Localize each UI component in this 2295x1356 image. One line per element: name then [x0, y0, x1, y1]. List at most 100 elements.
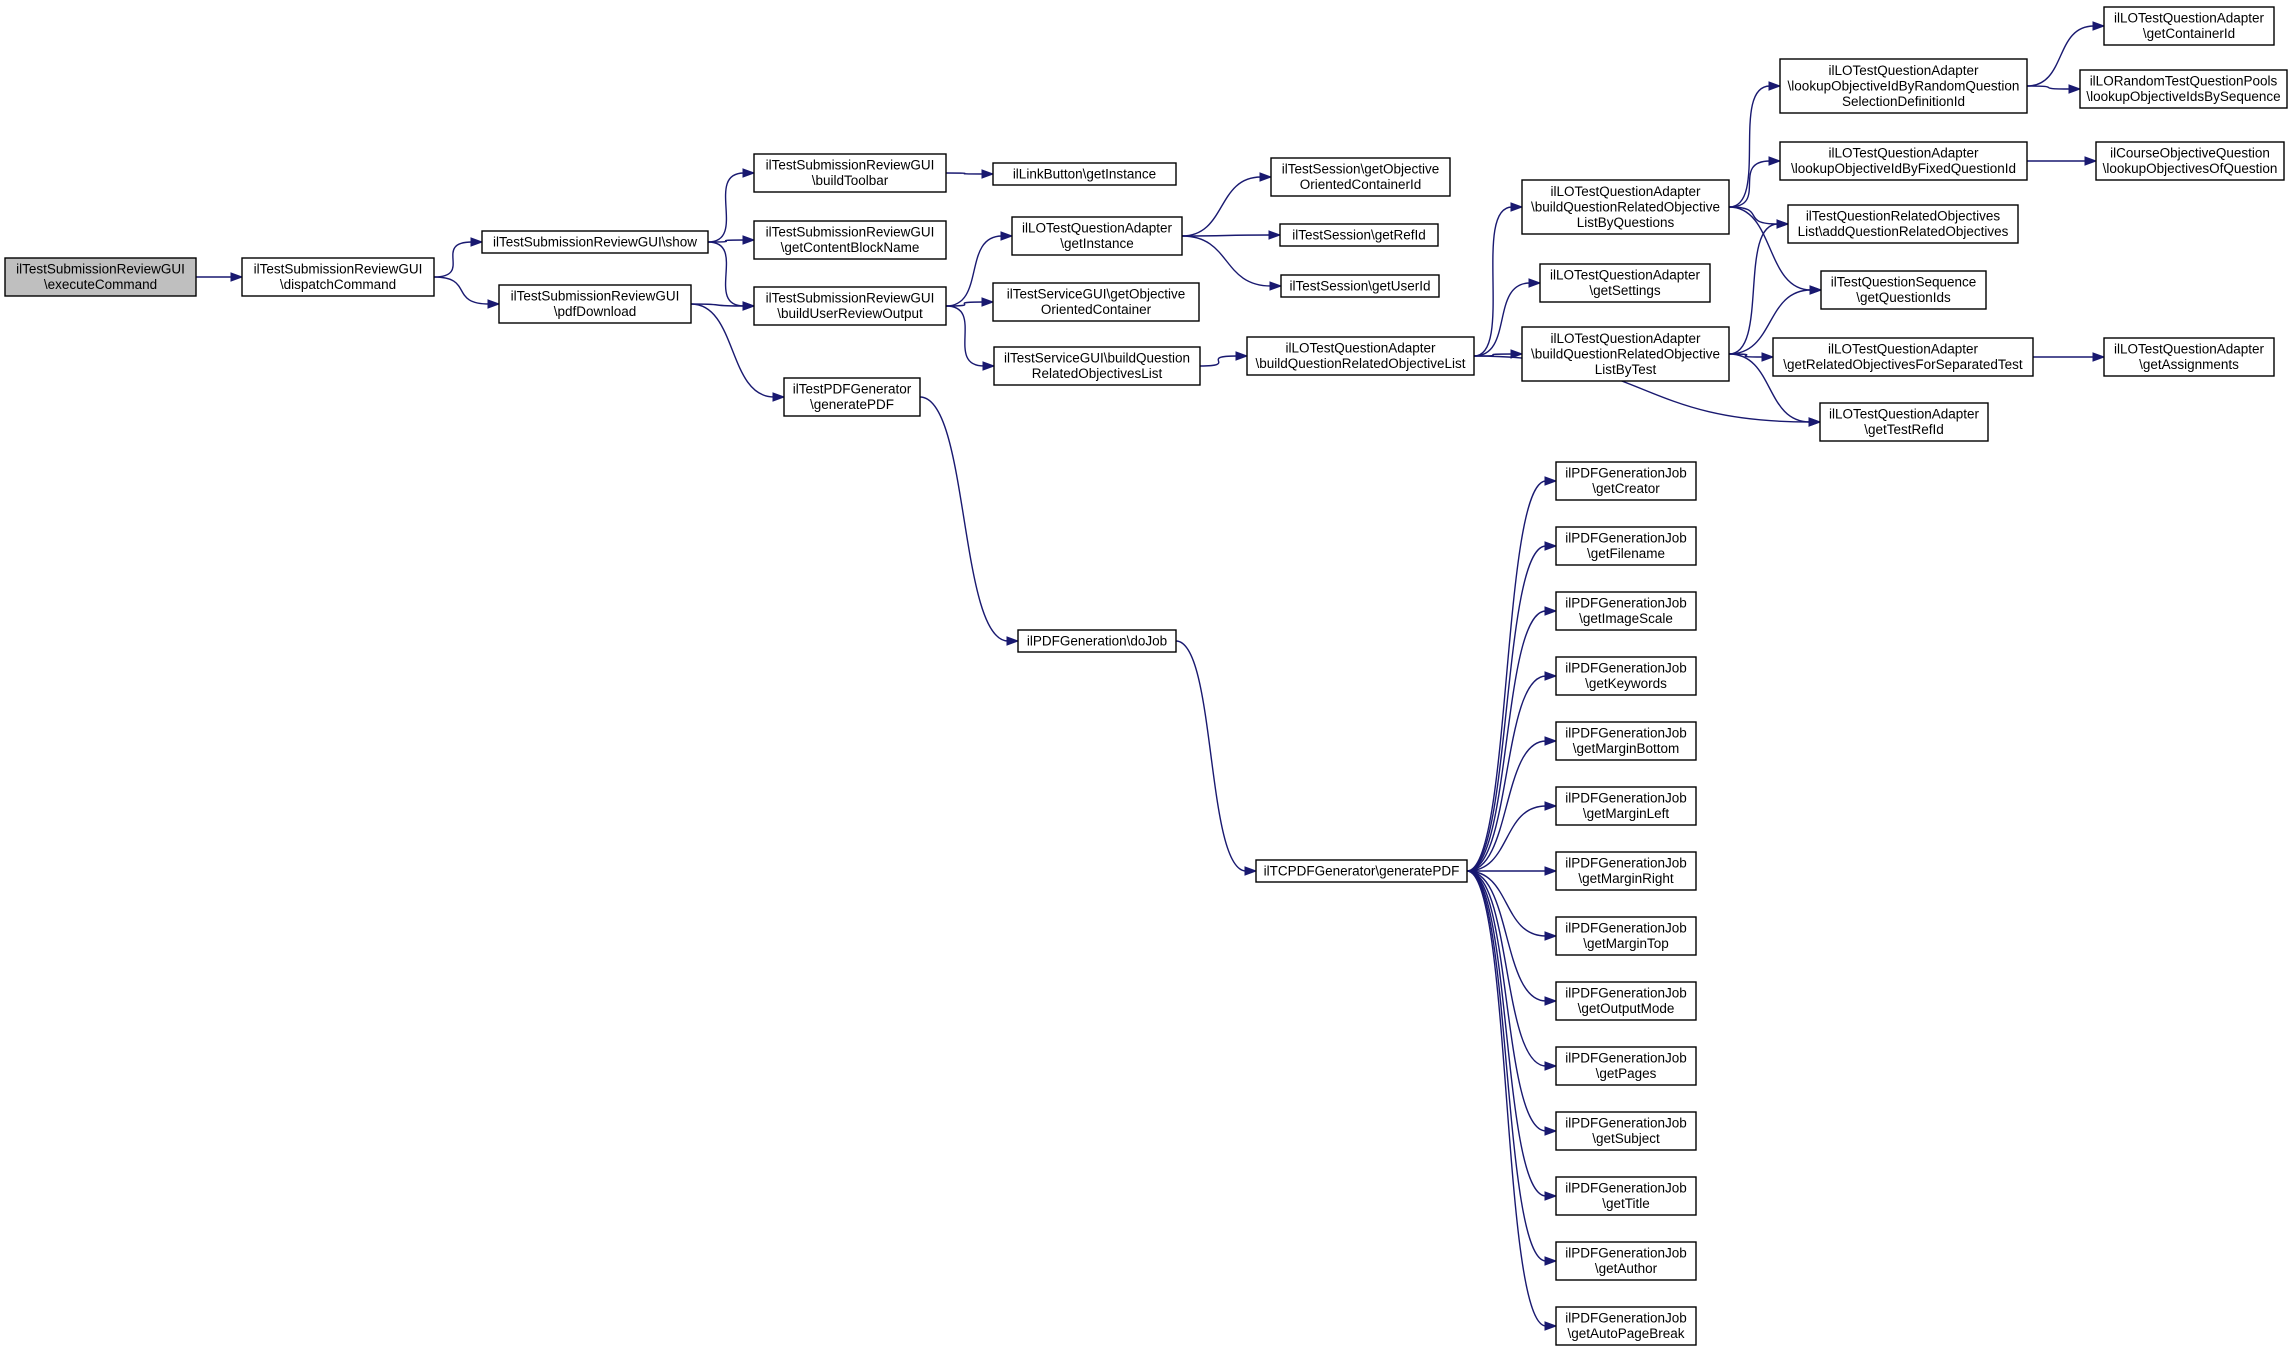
- edge-n-buro-to-n-tsg-bqrol: [945, 305, 996, 371]
- node-label-line: ilPDFGenerationJob: [1565, 1311, 1687, 1326]
- diagram-node-n-show[interactable]: ilTestSubmissionReviewGUI\show: [481, 230, 709, 254]
- edge-n-lotqa-gi-to-n-ts-userid: [1181, 235, 1283, 291]
- node-label-line: ilLOTestQuestionAdapter: [1550, 331, 1701, 346]
- diagram-node-n-lotqa-gi[interactable]: ilLOTestQuestionAdapter\getInstance: [1011, 216, 1183, 256]
- node-label-line: List\addQuestionRelatedObjectives: [1798, 224, 2009, 239]
- node-label-line: ilTestSession\getObjective: [1282, 162, 1440, 177]
- diagram-node-n-ts-gooc[interactable]: ilTestSession\getObjectiveOrientedContai…: [1270, 157, 1451, 197]
- diagram-node-n-lotqa-lookup-fixed[interactable]: ilLOTestQuestionAdapter\lookupObjectiveI…: [1779, 141, 2028, 181]
- node-label-line: ListByTest: [1595, 362, 1657, 377]
- edge-n-lotqa-gi-to-n-ts-refid: [1181, 230, 1282, 240]
- edge-n-tsg-bqrol-to-n-lotqa-bqrol: [1199, 351, 1249, 367]
- node-label-line: \getContentBlockName: [781, 240, 920, 255]
- edge-n-tcpdf-to-n-j-creator: [1466, 476, 1558, 872]
- diagram-node-n-tcpdf[interactable]: ilTCPDFGenerator\generatePDF: [1255, 859, 1468, 883]
- diagram-node-n-coq[interactable]: ilCourseObjectiveQuestion\lookupObjectiv…: [2095, 141, 2285, 181]
- diagram-node-n-buro[interactable]: ilTestSubmissionReviewGUI\buildUserRevie…: [753, 286, 947, 326]
- diagram-node-n-j-autopb[interactable]: ilPDFGenerationJob\getAutoPageBreak: [1555, 1306, 1697, 1346]
- diagram-node-n-j-author[interactable]: ilPDFGenerationJob\getAuthor: [1555, 1241, 1697, 1281]
- node-label-line: ilTestSession\getRefId: [1292, 227, 1426, 242]
- edge-n-lotqa-bqrol-to-n-lotqa-bqrolbq: [1473, 202, 1524, 357]
- diagram-node-n-lotqa-cid[interactable]: ilLOTestQuestionAdapter\getContainerId: [2103, 6, 2275, 46]
- diagram-node-n-j-mbottom[interactable]: ilPDFGenerationJob\getMarginBottom: [1555, 721, 1697, 761]
- node-label-line: ilTestSubmissionReviewGUI: [254, 262, 423, 277]
- diagram-node-n-j-mtop[interactable]: ilPDFGenerationJob\getMarginTop: [1555, 916, 1697, 956]
- diagram-node-n-dispatch[interactable]: ilTestSubmissionReviewGUI\dispatchComman…: [241, 257, 435, 297]
- node-label-line: ilPDFGenerationJob: [1565, 726, 1687, 741]
- diagram-node-n-tqro-add[interactable]: ilTestQuestionRelatedObjectivesList\addQ…: [1787, 204, 2019, 244]
- edge-n-pdfgen-dojob-to-n-tcpdf: [1175, 640, 1258, 876]
- diagram-node-n-lotqa-bqrol[interactable]: ilLOTestQuestionAdapter\buildQuestionRel…: [1246, 336, 1475, 376]
- edge-n-tcpdf-to-n-j-mright: [1466, 866, 1558, 876]
- edge-n-pdfdl-to-n-buro: [690, 301, 756, 311]
- diagram-node-n-exec[interactable]: ilTestSubmissionReviewGUI\executeCommand: [4, 257, 197, 297]
- diagram-node-n-lotqa-trefid[interactable]: ilLOTestQuestionAdapter\getTestRefId: [1819, 402, 1989, 442]
- diagram-node-n-pdfdl[interactable]: ilTestSubmissionReviewGUI\pdfDownload: [498, 284, 692, 324]
- node-label-line: ilTestPDFGenerator: [793, 382, 912, 397]
- edge-n-lotqa-bqrolbt-to-n-tqs-qids: [1728, 285, 1823, 355]
- edge-n-tcpdf-to-n-j-outmode: [1466, 870, 1558, 1006]
- diagram-node-n-cbn[interactable]: ilTestSubmissionReviewGUI\getContentBloc…: [753, 220, 947, 260]
- diagram-node-n-toolbar[interactable]: ilTestSubmissionReviewGUI\buildToolbar: [753, 153, 947, 193]
- node-label-line: ilLORandomTestQuestionPools: [2090, 74, 2278, 89]
- node-label-line: ilTestQuestionRelatedObjectives: [1806, 209, 2001, 224]
- edge-n-show-to-n-toolbar: [707, 168, 756, 243]
- edge-n-tcpdf-to-n-j-keywords: [1466, 671, 1558, 872]
- node-label-line: ilPDFGenerationJob: [1565, 466, 1687, 481]
- diagram-node-n-lotqa-bqrolbt[interactable]: ilLOTestQuestionAdapter\buildQuestionRel…: [1521, 326, 1730, 382]
- diagram-node-n-lotqa-lookup-rand[interactable]: ilLOTestQuestionAdapter\lookupObjectiveI…: [1779, 58, 2028, 114]
- diagram-node-n-tsg-ooc[interactable]: ilTestServiceGUI\getObjectiveOrientedCon…: [992, 282, 1200, 322]
- diagram-node-n-lortqp[interactable]: ilLORandomTestQuestionPools\lookupObject…: [2079, 69, 2288, 109]
- node-label-line: ilPDFGenerationJob: [1565, 1116, 1687, 1131]
- node-label-line: ilLOTestQuestionAdapter: [2114, 342, 2265, 357]
- edge-n-lotqa-lookup-fixed-to-n-coq: [2027, 156, 2098, 166]
- node-label-line: ListByQuestions: [1577, 215, 1675, 230]
- node-label-line: ilPDFGenerationJob: [1565, 856, 1687, 871]
- node-label-line: \getMarginTop: [1583, 936, 1669, 951]
- diagram-node-n-lotqa-assign[interactable]: ilLOTestQuestionAdapter\getAssignments: [2103, 337, 2275, 377]
- node-label-line: \getSubject: [1592, 1131, 1660, 1146]
- node-label-line: ilPDFGenerationJob: [1565, 531, 1687, 546]
- node-label-line: \buildQuestionRelatedObjective: [1531, 346, 1720, 361]
- diagram-node-n-j-imgscale[interactable]: ilPDFGenerationJob\getImageScale: [1555, 591, 1697, 631]
- node-label-line: OrientedContainerId: [1300, 177, 1422, 192]
- node-label-line: \getSettings: [1589, 283, 1661, 298]
- diagram-node-n-j-subject[interactable]: ilPDFGenerationJob\getSubject: [1555, 1111, 1697, 1151]
- node-label-line: ilPDFGenerationJob: [1565, 791, 1687, 806]
- node-label-line: \lookupObjectiveIdsBySequence: [2086, 89, 2280, 104]
- diagram-node-n-linkbtn[interactable]: ilLinkButton\getInstance: [992, 162, 1177, 186]
- edge-n-lotqa-bqrolbq-to-n-lotqa-lookup-rand: [1728, 81, 1782, 208]
- diagram-node-n-lotqa-grofst[interactable]: ilLOTestQuestionAdapter\getRelatedObject…: [1772, 337, 2034, 377]
- node-label-line: \getTestRefId: [1864, 422, 1944, 437]
- diagram-node-n-lotqa-settings[interactable]: ilLOTestQuestionAdapter\getSettings: [1539, 263, 1711, 303]
- node-label-line: ilPDFGenerationJob: [1565, 1246, 1687, 1261]
- diagram-node-n-j-outmode[interactable]: ilPDFGenerationJob\getOutputMode: [1555, 981, 1697, 1021]
- node-label-line: ilTestServiceGUI\buildQuestion: [1004, 351, 1190, 366]
- node-label-line: ilTestSession\getUserId: [1289, 278, 1430, 293]
- edge-n-lotqa-lookup-rand-to-n-lortqp: [2026, 84, 2082, 94]
- diagram-node-n-lotqa-bqrolbq[interactable]: ilLOTestQuestionAdapter\buildQuestionRel…: [1521, 179, 1730, 235]
- diagram-node-n-j-mleft[interactable]: ilPDFGenerationJob\getMarginLeft: [1555, 786, 1697, 826]
- diagram-node-n-j-keywords[interactable]: ilPDFGenerationJob\getKeywords: [1555, 656, 1697, 696]
- edge-n-lotqa-bqrolbq-to-n-lotqa-lookup-fixed: [1728, 156, 1782, 208]
- node-label-line: ilTestSubmissionReviewGUI: [766, 158, 935, 173]
- diagram-node-n-pdfgen-dojob[interactable]: ilPDFGeneration\doJob: [1017, 629, 1177, 653]
- node-label-line: ilLOTestQuestionAdapter: [1828, 146, 1979, 161]
- diagram-node-n-ts-userid[interactable]: ilTestSession\getUserId: [1280, 274, 1440, 298]
- diagram-node-n-j-pages[interactable]: ilPDFGenerationJob\getPages: [1555, 1046, 1697, 1086]
- node-label-line: ilLinkButton\getInstance: [1013, 166, 1156, 181]
- diagram-node-n-tsg-bqrol[interactable]: ilTestServiceGUI\buildQuestionRelatedObj…: [993, 346, 1201, 386]
- diagram-node-n-tqs-qids[interactable]: ilTestQuestionSequence\getQuestionIds: [1820, 270, 1987, 310]
- diagram-node-n-j-filename[interactable]: ilPDFGenerationJob\getFilename: [1555, 526, 1697, 566]
- diagram-node-n-ts-refid[interactable]: ilTestSession\getRefId: [1279, 223, 1439, 247]
- edge-n-lotqa-bqrolbt-to-n-lotqa-grofst: [1728, 352, 1775, 362]
- diagram-node-n-tpdfgen[interactable]: ilTestPDFGenerator\generatePDF: [783, 377, 921, 417]
- edge-n-buro-to-n-lotqa-gi: [945, 231, 1014, 307]
- node-label-line: \getRelatedObjectivesForSeparatedTest: [1783, 357, 2023, 372]
- diagram-node-n-j-title[interactable]: ilPDFGenerationJob\getTitle: [1555, 1176, 1697, 1216]
- edge-n-lotqa-gi-to-n-ts-gooc: [1181, 172, 1273, 237]
- edge-n-tcpdf-to-n-j-title: [1466, 870, 1558, 1201]
- diagram-node-n-j-creator[interactable]: ilPDFGenerationJob\getCreator: [1555, 461, 1697, 501]
- node-label-line: \executeCommand: [44, 277, 157, 292]
- diagram-node-n-j-mright[interactable]: ilPDFGenerationJob\getMarginRight: [1555, 851, 1697, 891]
